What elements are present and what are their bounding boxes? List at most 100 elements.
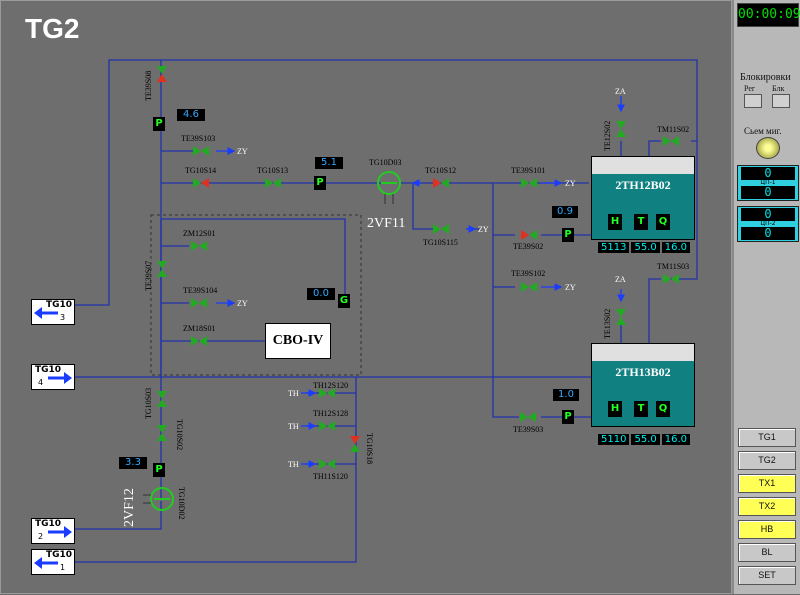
- counter-bottom: 0: [741, 227, 795, 240]
- counter-bottom: 0: [741, 186, 795, 199]
- process-diagram: TE39S08 TE39S103 TG10S14 TG10S13 TG10S12…: [61, 59, 698, 563]
- mimic-panel: TG2: [0, 0, 732, 594]
- counter-name: ЦП-1: [760, 179, 776, 186]
- valves[interactable]: [157, 66, 679, 469]
- label-TH12S120: TH12S120: [313, 381, 348, 390]
- tank-h: H: [608, 401, 622, 417]
- valve-labels: TE39S08 TE39S103 TG10S14 TG10S13 TG10S12…: [144, 71, 689, 520]
- valve-TH12S120: [319, 388, 335, 398]
- tank-2TH13B02[interactable]: 2TH13B02 H T Q: [591, 343, 695, 427]
- nav-button-tx2[interactable]: TX2: [738, 497, 796, 516]
- tag-zy-5: ZY: [565, 283, 576, 292]
- sensor-p-5: P: [153, 463, 165, 477]
- readout-r2: 5.1: [315, 157, 343, 169]
- valve-TG10S13: [265, 178, 281, 188]
- valve-TE39S02: [521, 230, 537, 240]
- block-label: Блокировки: [740, 72, 791, 83]
- connector-num: 4: [38, 378, 44, 387]
- clock-display: 00:00:09: [737, 3, 800, 27]
- valve-TG10S18: [350, 436, 360, 452]
- sensor-p-2: P: [314, 176, 326, 190]
- reg-button[interactable]: [744, 94, 762, 108]
- readout-r4: 0.0: [307, 288, 335, 300]
- tag-zy-2: ZY: [237, 299, 248, 308]
- tank-value-t: 55.0: [631, 242, 660, 253]
- label-TE39S104: TE39S104: [183, 286, 217, 295]
- tank-2TH12B02[interactable]: 2TH12B02 H T Q: [591, 156, 695, 240]
- counter-top: 0: [741, 208, 795, 221]
- counter-name: ЦП-2: [760, 220, 776, 227]
- cbo-iv-unit[interactable]: CBO-IV: [265, 323, 331, 359]
- tank-value-t: 55.0: [631, 434, 660, 445]
- tag-zy-4: ZY: [478, 225, 489, 234]
- label-TG10S02: TG10S02: [175, 419, 184, 450]
- pump-TG10D03[interactable]: [377, 171, 401, 204]
- tank-value-h: 5110: [598, 434, 630, 445]
- arrow-left-icon: [34, 307, 58, 319]
- nav-button-set[interactable]: SET: [738, 566, 796, 585]
- nav-button-bl[interactable]: BL: [738, 543, 796, 562]
- connector-label: TG10: [46, 300, 73, 310]
- blk-button[interactable]: [772, 94, 790, 108]
- nav-button-tg2[interactable]: TG2: [738, 451, 796, 470]
- nav-button-tg1[interactable]: TG1: [738, 428, 796, 447]
- tag-za-2: ZA: [615, 275, 626, 284]
- tank-name: 2TH13B02: [615, 365, 671, 379]
- pump-TG10D02[interactable]: [143, 487, 174, 511]
- tank-q: Q: [656, 401, 670, 417]
- valve-ZM18S01: [191, 336, 207, 346]
- valve-TH11S120: [319, 459, 335, 469]
- connector-TG10-1[interactable]: TG10 1: [31, 549, 75, 575]
- label-TH12S128: TH12S128: [313, 409, 348, 418]
- tank-values-1: 5113 55.0 16.0: [598, 242, 690, 253]
- valve-TE13S02: [616, 309, 626, 325]
- readout-r1: 4.6: [177, 109, 205, 121]
- tag-th-3: TH: [288, 460, 299, 469]
- label-pump-TG10D02: TG10D02: [177, 487, 186, 519]
- tag-za-1: ZA: [615, 87, 626, 96]
- connector-TG10-3[interactable]: TG10 3: [31, 299, 75, 325]
- tank-t: T: [634, 401, 648, 417]
- pump-label-2VF12: 2VF12: [122, 488, 137, 527]
- tank-h: H: [608, 214, 622, 230]
- counter-cp1: 0 ЦП-1 0: [737, 165, 799, 201]
- tag-zy-1: ZY: [237, 147, 248, 156]
- alarm-reset-lamp-icon[interactable]: [756, 137, 780, 159]
- connector-num: 2: [38, 532, 44, 541]
- valve-TG10S14: [193, 178, 209, 188]
- arrow-left-icon: [34, 557, 58, 569]
- valve-TG10S03: [157, 391, 167, 407]
- label-TG10S18: TG10S18: [365, 433, 374, 464]
- sensor-p-1: P: [153, 117, 165, 131]
- label-TG10S12: TG10S12: [425, 166, 456, 175]
- label-TG10S13: TG10S13: [257, 166, 288, 175]
- tank-q: Q: [656, 214, 670, 230]
- connector-TG10-4[interactable]: TG10 4: [31, 364, 75, 390]
- label-TE12S02: TE12S02: [603, 121, 612, 151]
- valve-TE39S03: [520, 412, 536, 422]
- valve-TM11S03: [663, 274, 679, 284]
- label-TE39S08: TE39S08: [144, 71, 153, 101]
- tank-name: 2TH12B02: [615, 178, 671, 192]
- label-TH11S120: TH11S120: [313, 472, 348, 481]
- sem-label: Сьем миг.: [744, 126, 782, 136]
- valve-TG10S12: [433, 178, 449, 188]
- readout-r5: 1.0: [553, 389, 579, 401]
- arrow-right-icon: [48, 526, 72, 538]
- connector-num: 1: [60, 563, 66, 572]
- nav-button-hb[interactable]: HB: [738, 520, 796, 539]
- valve-TM11S02: [663, 136, 679, 146]
- label-TE39S101: TE39S101: [511, 166, 545, 175]
- sensor-p-4: P: [562, 410, 574, 424]
- label-TE39S03: TE39S03: [513, 425, 543, 434]
- valve-TE39S104: [191, 298, 207, 308]
- label-TG10S115: TG10S115: [423, 238, 458, 247]
- page-title: TG2: [25, 13, 80, 44]
- nav-button-tx1[interactable]: TX1: [738, 474, 796, 493]
- sensor-p-3: P: [562, 228, 574, 242]
- label-TE39S07: TE39S07: [144, 261, 153, 291]
- label-TM11S03: TM11S03: [657, 262, 689, 271]
- connector-TG10-2[interactable]: TG10 2: [31, 518, 75, 544]
- label-TE39S02: TE39S02: [513, 242, 543, 251]
- label-ZM12S01: ZM12S01: [183, 229, 215, 238]
